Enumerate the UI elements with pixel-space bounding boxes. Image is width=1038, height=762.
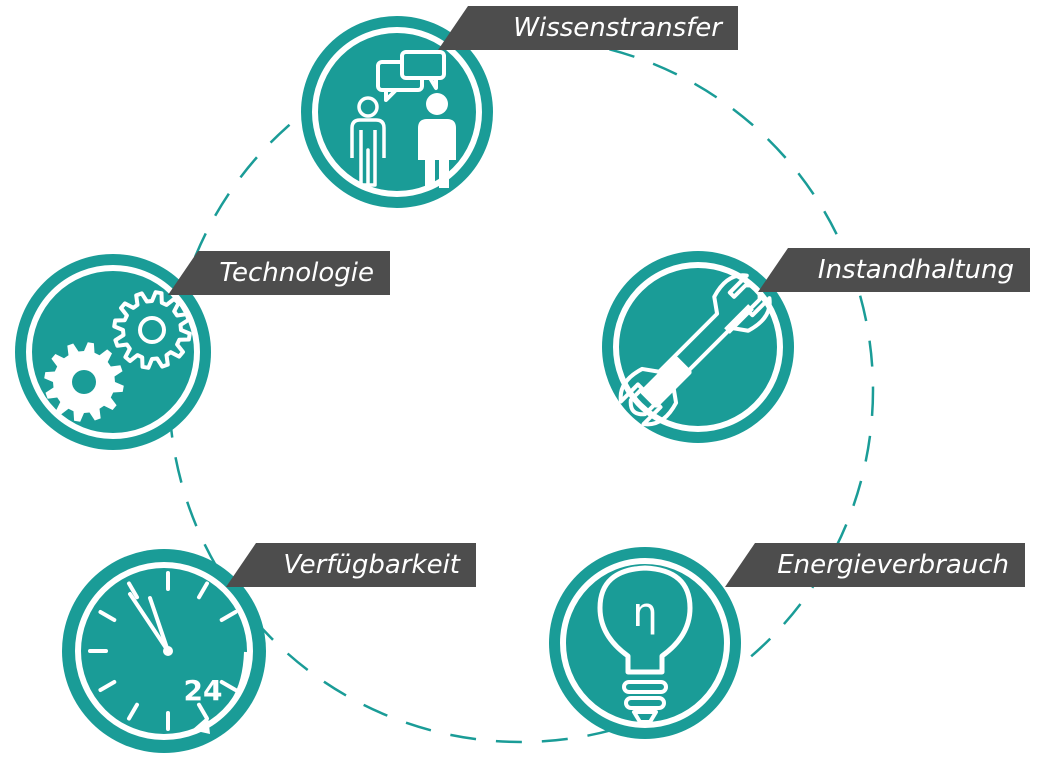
label-instandhaltung: Instandhaltung bbox=[758, 248, 1030, 292]
node-energieverbrauch: η bbox=[549, 547, 741, 739]
people-talking-icon bbox=[350, 50, 456, 188]
label-text: Technologie bbox=[219, 258, 374, 288]
label-energieverbrauch: Energieverbrauch bbox=[725, 543, 1025, 587]
node-ring bbox=[26, 265, 200, 439]
label-text: Verfügbarkeit bbox=[283, 550, 460, 580]
node-ring bbox=[560, 558, 730, 728]
node-ring bbox=[75, 562, 253, 740]
node-technologie bbox=[15, 254, 211, 450]
clock-tick bbox=[219, 680, 238, 692]
clock-tick bbox=[219, 610, 238, 622]
clock-tick bbox=[98, 610, 117, 622]
node-instandhaltung bbox=[602, 251, 794, 443]
clock-tick bbox=[197, 581, 209, 600]
eta-symbol: η bbox=[632, 590, 657, 636]
label-technologie: Technologie bbox=[168, 251, 390, 295]
node-ring bbox=[312, 27, 482, 197]
node-circle bbox=[602, 251, 794, 443]
clock-24-icon: 24 bbox=[88, 571, 248, 734]
node-verfuegbarkeit: 24 bbox=[62, 549, 266, 753]
clock-tick bbox=[98, 680, 117, 692]
label-verfuegbarkeit: Verfügbarkeit bbox=[226, 543, 476, 587]
node-ring bbox=[613, 262, 783, 432]
label-text: Wissenstransfer bbox=[513, 13, 722, 43]
gear-small-icon bbox=[112, 290, 192, 370]
wrench-screwdriver-icon bbox=[618, 273, 772, 427]
node-wissenstransfer bbox=[301, 16, 493, 208]
clock-tick bbox=[197, 702, 209, 721]
label-wissenstransfer: Wissenstransfer bbox=[438, 6, 738, 50]
label-text: Instandhaltung bbox=[817, 255, 1014, 285]
label-text: Energieverbrauch bbox=[777, 550, 1009, 580]
lightbulb-eta-icon: η bbox=[597, 565, 693, 724]
clock-24-label: 24 bbox=[184, 674, 223, 707]
clock-tick bbox=[127, 581, 139, 600]
node-circle bbox=[549, 547, 741, 739]
gears-icon bbox=[44, 290, 192, 422]
clock-tick bbox=[127, 702, 139, 721]
